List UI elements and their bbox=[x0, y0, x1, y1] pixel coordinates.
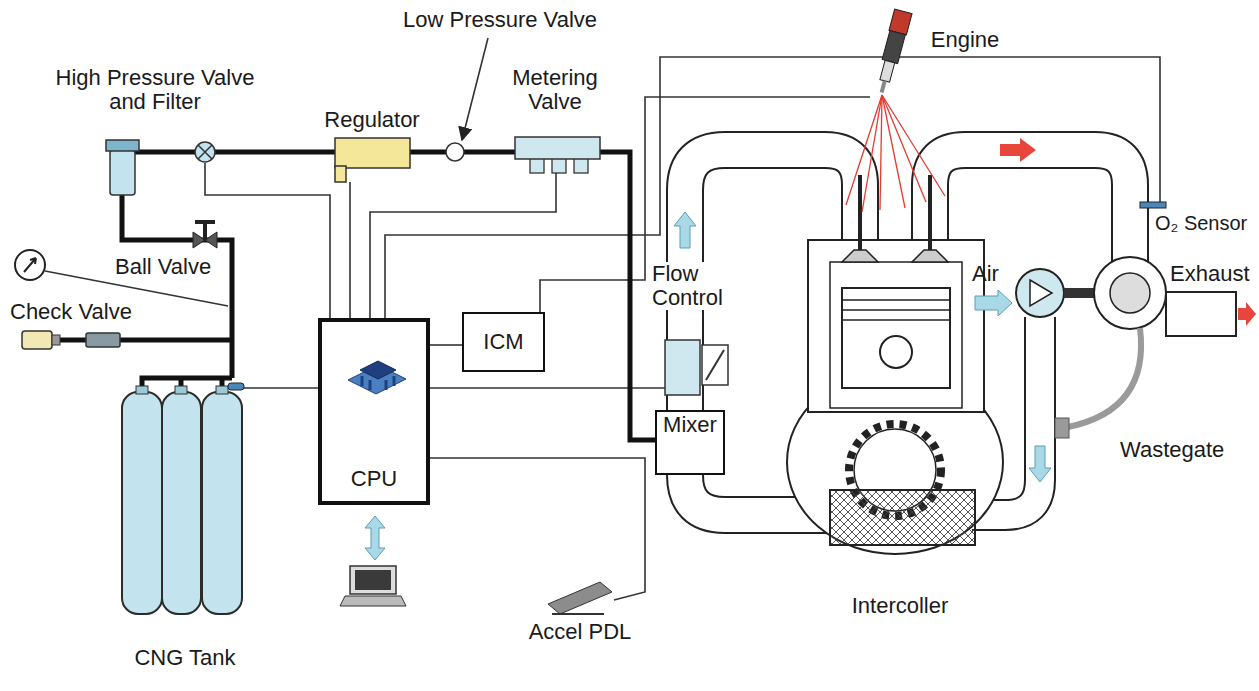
sensor-wire bbox=[242, 387, 318, 389]
spark-line bbox=[882, 95, 926, 202]
part-label: Engine bbox=[931, 28, 1000, 52]
spark-plug-body bbox=[882, 31, 905, 64]
spark-line bbox=[882, 95, 905, 208]
compressor-housing bbox=[1016, 269, 1064, 317]
flow-control-valve bbox=[665, 340, 700, 395]
check-valve bbox=[86, 333, 120, 347]
spark-plug-insulator bbox=[880, 60, 895, 82]
pedal-wire bbox=[430, 458, 645, 600]
accelerator-pedal bbox=[548, 582, 612, 614]
piston-rings bbox=[842, 300, 950, 320]
part-label: Ball Valve bbox=[115, 255, 211, 279]
part-label: Exhaust bbox=[1170, 262, 1250, 286]
exhaust-outlet bbox=[1166, 292, 1236, 336]
exhaust-valve bbox=[912, 250, 948, 262]
signal-wire bbox=[430, 344, 462, 346]
spark-lines bbox=[846, 95, 945, 212]
throttle-plate bbox=[706, 350, 724, 380]
part-label: O₂ Sensor bbox=[1155, 212, 1247, 234]
laptop-display bbox=[355, 570, 391, 590]
air-inlet-arrow bbox=[975, 290, 1012, 316]
part-label: Regulator bbox=[324, 108, 419, 132]
part-label: Flow Control bbox=[652, 262, 742, 310]
intake-valve bbox=[842, 250, 878, 262]
chip-body bbox=[360, 361, 396, 379]
chip-pins bbox=[362, 376, 394, 390]
metering-valve bbox=[515, 137, 600, 159]
part-label: Check Valve bbox=[10, 300, 132, 324]
part-label: Metering Valve bbox=[505, 66, 605, 114]
fuel-line bbox=[58, 338, 232, 343]
fuel-line bbox=[122, 195, 232, 378]
throttle-plate-box bbox=[702, 345, 728, 385]
part-label: Accel PDL bbox=[529, 620, 632, 644]
check-valve-connector bbox=[22, 331, 52, 349]
valve-cross bbox=[198, 145, 212, 159]
intercooler bbox=[830, 490, 975, 545]
control-wire bbox=[349, 182, 351, 318]
laptop-screen bbox=[350, 566, 396, 594]
cng-tank bbox=[202, 392, 242, 614]
gauge-needle bbox=[24, 258, 36, 272]
cng-tank bbox=[122, 392, 162, 614]
box-label: CPU bbox=[351, 466, 397, 491]
box-label: Mixer bbox=[663, 412, 717, 437]
part-label: High Pressure Valve and Filter bbox=[43, 66, 268, 114]
tank-valve bbox=[175, 386, 187, 394]
filter-cap bbox=[106, 140, 139, 151]
laptop-base bbox=[340, 596, 406, 606]
cylinder-bore bbox=[830, 262, 962, 408]
part-label: Low Pressure Valve bbox=[403, 8, 597, 32]
part-label: Intercoller bbox=[852, 594, 949, 618]
control-wire bbox=[370, 172, 556, 318]
regulator bbox=[335, 138, 410, 168]
mixer-box: Mixer bbox=[655, 410, 725, 475]
part-label: Wastegate bbox=[1120, 438, 1224, 462]
controller-box: CPU bbox=[318, 318, 430, 505]
compressor-wheel bbox=[1030, 280, 1052, 306]
flow-arrow bbox=[1029, 446, 1051, 482]
part-label: Air bbox=[972, 262, 999, 286]
tank-valve bbox=[216, 386, 228, 394]
spark-line bbox=[846, 95, 882, 205]
piston bbox=[842, 288, 950, 388]
turbine-wheel bbox=[1110, 273, 1150, 313]
pressure-gauge bbox=[15, 250, 45, 280]
ignition-module-box: ICM bbox=[462, 312, 545, 372]
part-label: CNG Tank bbox=[134, 646, 235, 670]
data-link-arrow bbox=[365, 516, 385, 560]
box-label: ICM bbox=[483, 329, 523, 354]
turbo-shaft bbox=[1064, 288, 1098, 298]
spark-line bbox=[882, 95, 945, 196]
cylinder-block bbox=[808, 240, 984, 412]
high-pressure-valve bbox=[195, 142, 215, 162]
low-pressure-valve bbox=[446, 143, 464, 161]
exhaust-flow-arrow bbox=[1000, 138, 1036, 162]
flow-arrow bbox=[674, 212, 696, 248]
turbine-housing bbox=[1094, 257, 1166, 329]
wrist-pin bbox=[880, 336, 912, 368]
fuel-filter bbox=[110, 150, 135, 195]
tank-sensor bbox=[228, 383, 244, 390]
fuel-line bbox=[122, 152, 655, 440]
wastegate-valve bbox=[1055, 418, 1069, 438]
regulator-port bbox=[335, 166, 346, 182]
tank-valve bbox=[136, 386, 148, 394]
o2-sensor bbox=[1140, 202, 1166, 208]
cng-tank bbox=[162, 392, 201, 614]
spark-line bbox=[880, 95, 882, 210]
spark-plug-tip bbox=[880, 80, 887, 93]
wastegate-line bbox=[1068, 328, 1141, 427]
pedal-base bbox=[552, 613, 604, 615]
exhaust-out-arrow bbox=[1238, 302, 1256, 326]
check-valve-nut bbox=[52, 335, 60, 345]
control-wire bbox=[385, 57, 1160, 318]
fuel-line bbox=[142, 378, 232, 394]
leader-arrow bbox=[462, 38, 488, 140]
ball-valve-handle bbox=[195, 222, 215, 240]
spark-line bbox=[862, 95, 882, 212]
